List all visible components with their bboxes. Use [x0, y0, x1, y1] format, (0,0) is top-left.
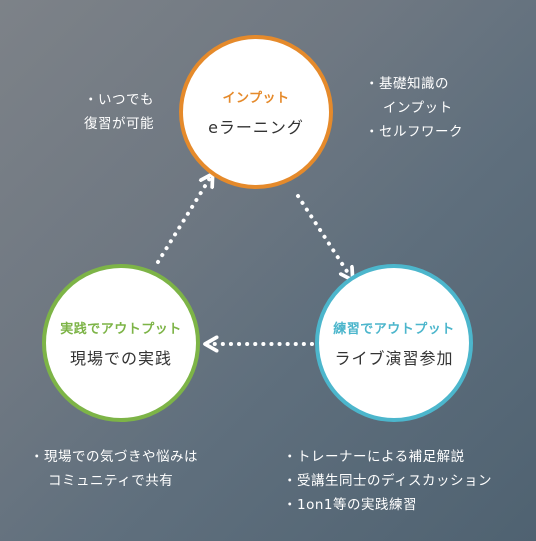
note-line: ・現場での気づきや悩みは — [30, 449, 198, 465]
circle-input-main: eラーニング — [208, 117, 304, 137]
note-line: ・基礎知識の — [365, 76, 449, 92]
note-left: ・いつでも 復習が可能 — [84, 88, 154, 136]
circle-live: 練習でアウトプット ライブ演習参加 — [315, 264, 473, 422]
circle-real-tag: 実践でアウトプット — [60, 321, 182, 337]
circle-input: インプット eラーニング — [179, 35, 333, 189]
note-line: ・セルフワーク — [365, 124, 463, 140]
arrow-real-to-input — [156, 178, 210, 264]
circle-live-tag: 練習でアウトプット — [333, 321, 455, 337]
circle-real: 実践でアウトプット 現場での実践 — [42, 264, 200, 422]
note-bottom-right: ・トレーナーによる補足解説 ・受講生同士のディスカッション ・1on1等の実践練… — [283, 445, 492, 517]
note-right: ・基礎知識の インプット ・セルフワーク — [365, 72, 463, 144]
note-line: ・1on1等の実践練習 — [283, 497, 417, 513]
arrow-input-to-live — [296, 194, 350, 276]
note-line: ・トレーナーによる補足解説 — [283, 449, 465, 465]
note-line: ・いつでも — [84, 92, 154, 108]
note-line: ・受講生同士のディスカッション — [283, 473, 493, 489]
note-line: インプット — [383, 100, 453, 116]
circle-live-main: ライブ演習参加 — [334, 348, 454, 368]
circle-real-main: 現場での実践 — [69, 348, 172, 368]
note-line: コミュニティで共有 — [48, 473, 174, 489]
note-bottom-left: ・現場での気づきや悩みは コミュニティで共有 — [30, 445, 198, 493]
note-line: 復習が可能 — [84, 116, 154, 132]
circle-input-tag: インプット — [222, 90, 290, 106]
